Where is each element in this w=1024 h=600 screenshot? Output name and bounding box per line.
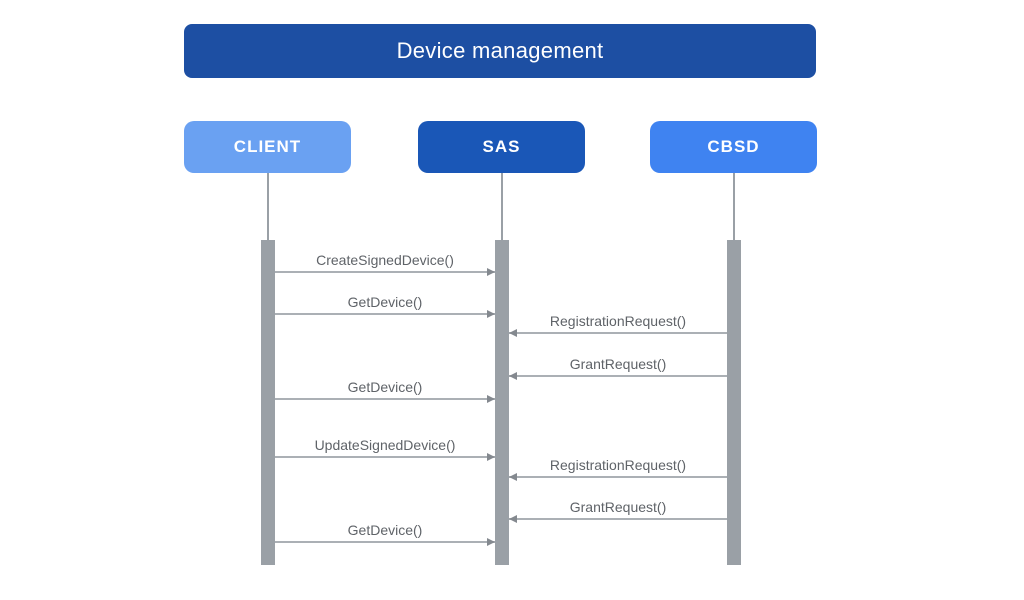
arrowhead-icon [487, 453, 495, 461]
message-line [275, 271, 495, 273]
actor-box-sas: SAS [418, 121, 585, 173]
actor-box-client: CLIENT [184, 121, 351, 173]
arrowhead-icon [509, 372, 517, 380]
arrowhead-icon [487, 310, 495, 318]
activation-bar-client [261, 240, 275, 565]
message-line [509, 332, 727, 334]
arrowhead-icon [487, 268, 495, 276]
actor-box-cbsd: CBSD [650, 121, 817, 173]
message-line [275, 313, 495, 315]
arrowhead-icon [509, 515, 517, 523]
arrowhead-icon [487, 395, 495, 403]
arrowhead-icon [509, 329, 517, 337]
arrowhead-icon [509, 473, 517, 481]
lifeline-sas [501, 173, 503, 240]
activation-bar-cbsd [727, 240, 741, 565]
message-line [275, 398, 495, 400]
message-label: GetDevice() [347, 522, 423, 538]
diagram-title: Device management [184, 24, 816, 78]
arrowhead-icon [487, 538, 495, 546]
message-line [509, 476, 727, 478]
message-label: CreateSignedDevice() [316, 252, 454, 268]
activation-bar-sas [495, 240, 509, 565]
message-label: GetDevice() [347, 294, 423, 310]
lifeline-client [267, 173, 269, 240]
actor-label-client: CLIENT [233, 137, 302, 156]
actor-label-cbsd: CBSD [707, 137, 760, 156]
actor-label-sas: SAS [482, 137, 521, 156]
message-label: GrantRequest() [569, 356, 667, 372]
message-line [275, 456, 495, 458]
message-label: UpdateSignedDevice() [314, 437, 456, 453]
message-label: GrantRequest() [569, 499, 667, 515]
message-label: RegistrationRequest() [549, 313, 687, 329]
message-line [509, 518, 727, 520]
message-label: RegistrationRequest() [549, 457, 687, 473]
message-label: GetDevice() [347, 379, 423, 395]
message-line [275, 541, 495, 543]
lifeline-cbsd [733, 173, 735, 240]
message-line [509, 375, 727, 377]
